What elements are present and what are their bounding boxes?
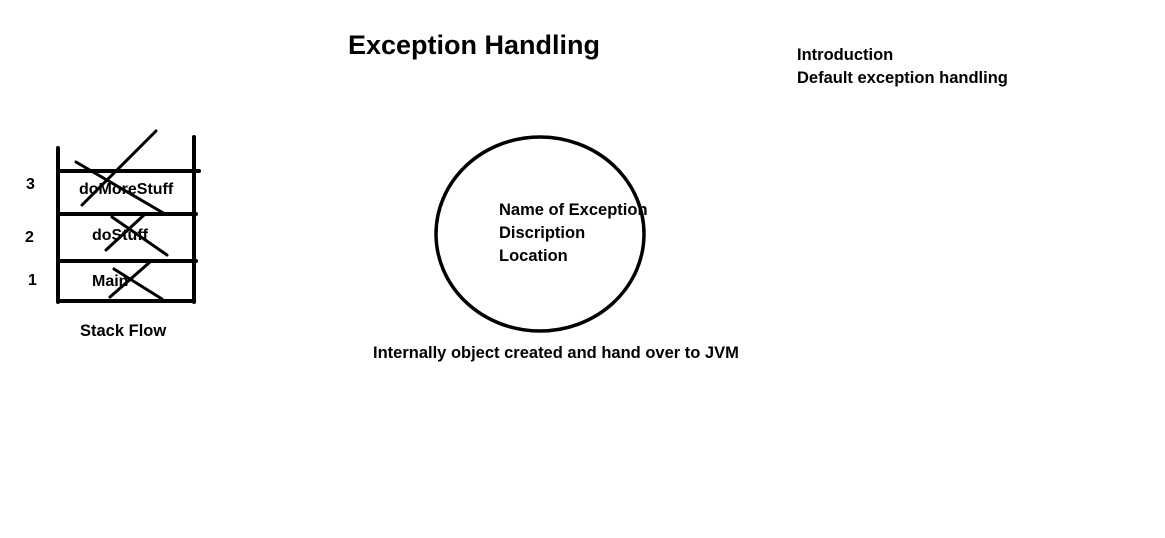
- topic-introduction: Introduction: [797, 46, 894, 64]
- topic-default-exception-handling: Default exception handling: [797, 69, 1008, 87]
- exception-object-caption: Internally object created and hand over …: [373, 344, 739, 362]
- stack-flow-caption: Stack Flow: [80, 322, 167, 340]
- field-description: Discription: [499, 224, 586, 242]
- strike-domorestuff-a: [80, 129, 158, 207]
- stack-frame-main: Main: [92, 273, 129, 290]
- exception-object-fields: Name of Exception Discription Location: [499, 199, 648, 268]
- topics-list: Introduction Default exception handling: [797, 44, 1008, 90]
- stack-index-2: 2: [25, 229, 34, 246]
- strike-dostuff-b: [110, 215, 169, 257]
- strike-domorestuff-b: [74, 160, 167, 216]
- field-name-of-exception: Name of Exception: [499, 201, 648, 219]
- page-title: Exception Handling: [348, 30, 601, 60]
- field-location: Location: [499, 247, 568, 265]
- stack-index-3: 3: [26, 176, 35, 193]
- strike-dostuff-a: [104, 213, 146, 252]
- stack-index-1: 1: [28, 272, 37, 289]
- strike-main-b: [112, 267, 164, 301]
- exception-object-circle: [434, 135, 646, 333]
